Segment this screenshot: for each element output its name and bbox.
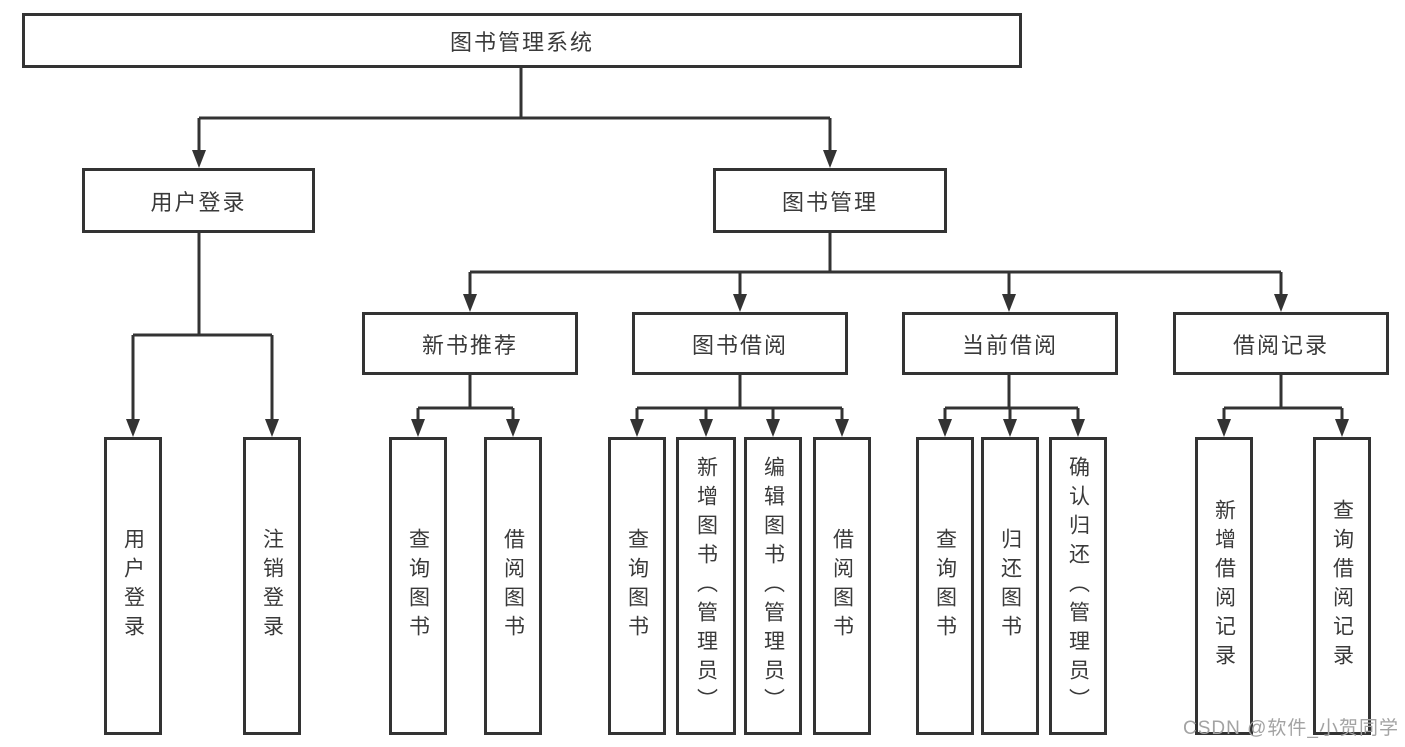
arrowhead-icon xyxy=(1274,294,1288,312)
leaf-label: 借阅图书 xyxy=(830,528,854,644)
node-root-system: 图书管理系统 xyxy=(22,13,1022,68)
leaf-label: 新增图书（管理员） xyxy=(694,455,718,717)
leaf-user-login: 用户登录 xyxy=(104,437,162,735)
leaf-edit-book-admin: 编辑图书（管理员） xyxy=(744,437,802,735)
arrowhead-group xyxy=(126,150,1349,437)
arrowhead-icon xyxy=(1071,419,1085,437)
node-current-borrowing: 当前借阅 xyxy=(902,312,1118,375)
leaf-label: 查询图书 xyxy=(933,528,957,644)
node-label: 图书借阅 xyxy=(691,332,788,358)
leaf-borrow-books-recommend: 借阅图书 xyxy=(484,437,542,735)
arrowhead-icon xyxy=(463,294,477,312)
arrowhead-icon xyxy=(766,419,780,437)
node-label: 借阅记录 xyxy=(1232,332,1329,358)
arrowhead-icon xyxy=(835,419,849,437)
leaf-label: 归还图书 xyxy=(998,528,1022,644)
arrowhead-icon xyxy=(1217,419,1231,437)
node-borrowing-records: 借阅记录 xyxy=(1173,312,1389,375)
arrowhead-icon xyxy=(699,419,713,437)
node-label: 用户登录 xyxy=(150,189,247,215)
leaf-label: 用户登录 xyxy=(121,528,145,644)
arrowhead-icon xyxy=(506,419,520,437)
leaf-query-books-borrowing: 查询图书 xyxy=(608,437,666,735)
arrowhead-icon xyxy=(126,419,140,437)
node-book-management: 图书管理 xyxy=(713,168,947,233)
node-label: 当前借阅 xyxy=(961,332,1058,358)
leaf-label: 查询图书 xyxy=(406,528,430,644)
arrowhead-icon xyxy=(823,150,837,168)
node-label: 新书推荐 xyxy=(421,332,518,358)
csdn-watermark: CSDN @软件_小贺同学 xyxy=(1183,718,1399,739)
leaf-add-borrow-record: 新增借阅记录 xyxy=(1195,437,1253,735)
arrowhead-icon xyxy=(1335,419,1349,437)
leaf-return-books: 归还图书 xyxy=(981,437,1039,735)
arrowhead-icon xyxy=(938,419,952,437)
leaf-confirm-return-admin: 确认归还（管理员） xyxy=(1049,437,1107,735)
leaf-label: 注销登录 xyxy=(260,528,284,644)
leaf-query-books-current: 查询图书 xyxy=(916,437,974,735)
leaf-label: 确认归还（管理员） xyxy=(1066,455,1090,717)
arrowhead-icon xyxy=(265,419,279,437)
node-book-borrowing: 图书借阅 xyxy=(632,312,848,375)
leaf-label: 查询借阅记录 xyxy=(1330,499,1354,673)
arrowhead-icon xyxy=(1003,419,1017,437)
node-label: 图书管理 xyxy=(781,189,878,215)
leaf-label: 查询图书 xyxy=(625,528,649,644)
arrowhead-icon xyxy=(411,419,425,437)
arrowhead-icon xyxy=(733,294,747,312)
arrowhead-icon xyxy=(1002,294,1016,312)
leaf-query-books-recommend: 查询图书 xyxy=(389,437,447,735)
leaf-label: 借阅图书 xyxy=(501,528,525,644)
leaf-logout: 注销登录 xyxy=(243,437,301,735)
leaf-label: 新增借阅记录 xyxy=(1212,499,1236,673)
leaf-add-book-admin: 新增图书（管理员） xyxy=(676,437,736,735)
node-label: 图书管理系统 xyxy=(449,29,594,55)
leaf-label: 编辑图书（管理员） xyxy=(761,455,785,717)
node-user-login: 用户登录 xyxy=(82,168,315,233)
arrowhead-icon xyxy=(192,150,206,168)
node-new-book-recommend: 新书推荐 xyxy=(362,312,578,375)
leaf-query-borrow-record: 查询借阅记录 xyxy=(1313,437,1371,735)
leaf-borrow-books: 借阅图书 xyxy=(813,437,871,735)
arrowhead-icon xyxy=(630,419,644,437)
